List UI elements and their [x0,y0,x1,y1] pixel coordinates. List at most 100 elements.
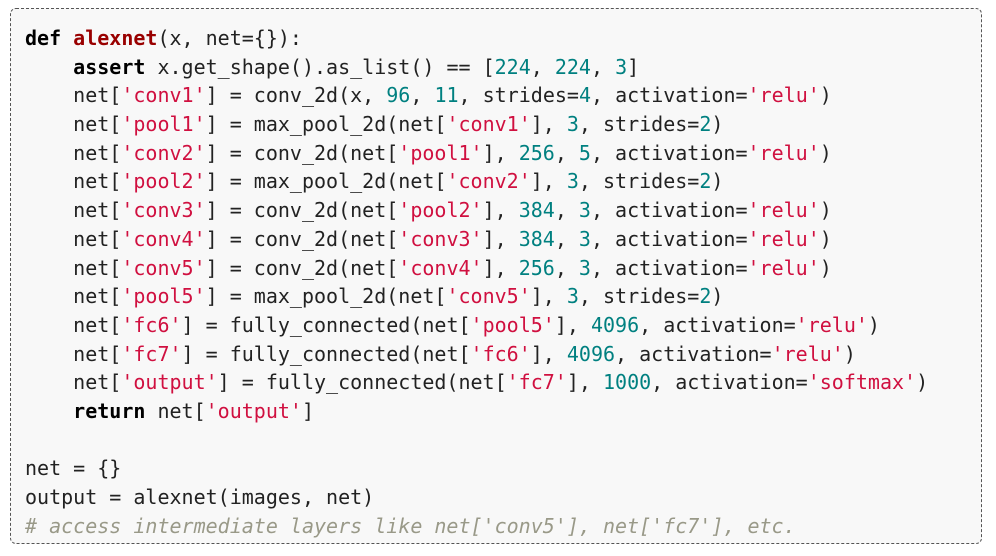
code-text: (x, net={}): [157,26,302,50]
code-text: ) [867,312,880,337]
code-line: net['conv4'] = conv_2d(net['conv3'], 384… [25,225,981,254]
code-string: 'conv2' [121,140,206,165]
code-keyword: return [73,398,146,423]
code-text: net[ [25,198,122,223]
code-text: ], [566,370,603,395]
code-text: , activation= [590,226,748,251]
code-keyword: def [25,26,62,50]
code-text: , activation= [639,312,796,337]
code-number: 2 [699,112,712,137]
code-number: 3 [578,198,591,223]
code-text: ] = conv_2d(net[ [205,226,399,251]
code-number: 4 [578,83,591,108]
code-function-name: alexnet [73,26,158,50]
code-line: net['pool2'] = max_pool_2d(net['conv2'],… [25,167,981,196]
code-string: 'conv2' [446,169,531,194]
code-text: ] = max_pool_2d(net[ [205,112,447,137]
code-number: 3 [578,226,591,251]
code-number: 11 [434,83,459,108]
code-line: net['conv1'] = conv_2d(x, 96, 11, stride… [25,81,981,110]
code-text: net[ [25,112,122,137]
code-line: net['conv3'] = conv_2d(net['pool2'], 384… [25,196,981,225]
code-text: , activation= [615,341,772,366]
code-text: ] = conv_2d(net[ [205,198,399,223]
code-string: 'softmax' [807,370,917,395]
code-number: 3 [566,169,579,194]
code-string: 'fc6' [121,312,182,337]
code-line: # access intermediate layers like net['c… [25,512,981,541]
code-text: , strides= [578,169,700,194]
code-string: 'conv1' [121,83,206,108]
code-text: ) [819,255,832,280]
code-string: 'conv5' [121,255,206,280]
code-text: , [554,255,579,280]
code-text: net[ [25,341,122,366]
code-text: net[ [25,140,122,165]
code-line: output = alexnet(images, net) [25,483,981,512]
code-text: ], [530,169,567,194]
code-text: net[ [25,169,122,194]
code-text: , strides= [458,83,579,108]
code-line: net['output'] = fully_connected(net['fc7… [25,368,981,397]
code-text: ] = conv_2d(net[ [205,140,399,165]
code-string: 'relu' [747,198,820,223]
code-string: 'output' [205,398,302,423]
code-number: 3 [578,255,591,280]
code-string: 'pool2' [398,198,483,223]
code-string: 'output' [121,370,218,395]
code-text: ] = fully_connected(net[ [217,370,507,395]
code-text: ] [627,54,640,79]
code-string: 'fc7' [506,370,567,395]
code-text: output = alexnet(images, net) [25,485,375,509]
code-string: 'fc6' [470,341,531,366]
code-string: 'pool1' [121,112,206,137]
code-text: , activation= [590,198,748,223]
code-text: ] = fully_connected(net[ [181,341,471,366]
code-string: 'relu' [747,83,820,108]
code-text: net[ [25,255,122,280]
code-string: 'conv4' [121,226,206,251]
code-text: ], [482,140,519,165]
code-listing: def alexnet(x, net={}): assert x.get_sha… [25,24,981,540]
code-number: 3 [566,284,579,309]
code-string: 'relu' [747,226,820,251]
code-number: 224 [494,54,531,79]
code-number: 2 [699,284,712,309]
code-text: ] = max_pool_2d(net[ [205,169,447,194]
code-number: 2 [699,169,712,194]
code-text: ) [819,140,832,165]
code-string: 'pool1' [398,140,483,165]
code-line: def alexnet(x, net={}): [25,24,981,53]
code-line: net['pool1'] = max_pool_2d(net['conv1'],… [25,110,981,139]
code-text: net[ [25,226,122,251]
code-number: 256 [518,140,555,165]
code-text: ], [530,284,567,309]
code-string: 'conv5' [446,284,531,309]
code-line [25,426,981,455]
code-text: ) [819,226,832,251]
code-text: ) [819,83,832,108]
code-text: ) [843,341,856,366]
code-text: ) [916,370,929,395]
code-text: ] = conv_2d(x, [205,83,387,108]
code-text: net = {} [25,456,122,481]
code-number: 224 [554,54,591,79]
code-string: 'conv3' [398,226,483,251]
code-text: net[ [25,312,122,337]
code-number: 4096 [590,312,640,337]
code-number: 96 [386,83,411,108]
code-string: 'relu' [747,255,820,280]
code-text: , activation= [590,140,748,165]
code-text: , strides= [578,284,700,309]
code-text: ] = conv_2d(net[ [205,255,399,280]
code-line: net = {} [25,454,981,483]
code-text: net[ [25,370,122,395]
code-text: x.get_shape().as_list() == [ [145,54,495,79]
code-text: ] = fully_connected(net[ [181,312,471,337]
code-text: , activation= [591,83,748,108]
code-line: net['fc7'] = fully_connected(net['fc6'],… [25,340,981,369]
code-string: 'conv4' [398,255,483,280]
code-line: net['pool5'] = max_pool_2d(net['conv5'],… [25,282,981,311]
code-string: 'relu' [771,341,844,366]
code-number: 4096 [566,341,616,366]
